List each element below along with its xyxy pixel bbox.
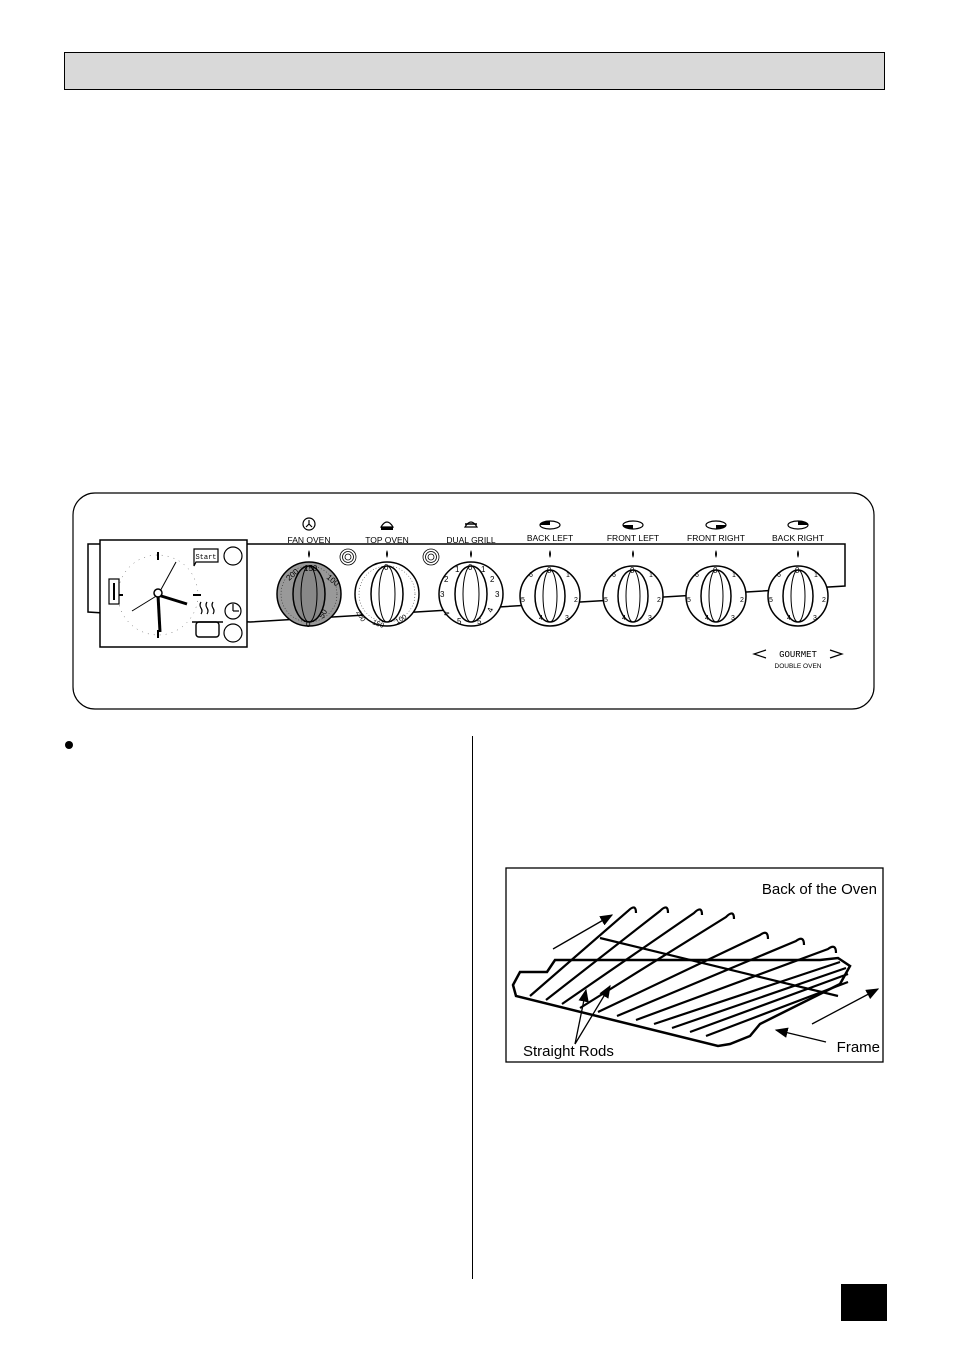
top-scale-0: 0 [384,563,389,572]
back-right-scale-0: 0 [795,566,800,575]
front-right-scale-4: 4 [705,615,709,622]
column-divider [472,736,473,1279]
back-right-scale-4: 4 [787,615,791,622]
grill-scale-left-3: 3 [440,590,445,599]
rod-pointer-arrow-1-icon [574,988,589,1045]
back-right-hotplate-knob[interactable]: BACK RIGHT 0 1 2 3 4 5 6 [767,520,829,627]
back-left-scale-3: 3 [565,615,569,622]
page-number-box [841,1284,887,1321]
back-left-scale-5: 5 [521,597,525,604]
grill-scale-left-5: 5 [457,617,462,626]
dual-grill-knob[interactable]: DUAL GRILL 1 0 1 2 3 4 5 5 4 3 2 [438,521,504,627]
clock-timer: Start [99,539,248,648]
grill-scale-right-3: 3 [495,590,500,599]
grill-scale-right-1: 1 [481,565,486,574]
top-oven-icon [379,521,395,528]
start-button[interactable] [223,546,243,566]
control-panel-outline [72,492,875,710]
straight-rods-label: Straight Rods [523,1043,614,1060]
grill-scale-right-2: 2 [490,575,495,584]
bullet-point [65,741,73,749]
front-right-scale-6: 6 [695,572,699,579]
front-right-scale-0: 0 [713,566,718,575]
shelf-rods [529,906,849,1038]
top-oven-label: TOP OVEN [365,535,409,545]
fan-scale-0: 0 [306,620,311,629]
front-left-scale-2: 2 [657,597,661,604]
front-right-scale-3: 3 [731,615,735,622]
oven-shelf-figure: Back of the Oven Straight Rods Frame [505,867,884,1063]
front-left-label: FRONT LEFT [607,533,659,543]
fan-oven-label: FAN OVEN [288,535,331,545]
clock-minute-hand [156,594,162,633]
front-left-scale-4: 4 [622,615,626,622]
cooking-pot-icon [192,601,223,638]
front-right-label: FRONT RIGHT [687,533,745,543]
start-tag [193,548,219,567]
front-right-scale-5: 5 [687,597,691,604]
front-left-scale-3: 3 [648,615,652,622]
back-left-scale-6: 6 [529,572,533,579]
dual-grill-label: DUAL GRILL [446,535,496,545]
front-right-scale-2: 2 [740,597,744,604]
front-left-hotplate-knob[interactable]: FRONT LEFT 0 1 2 3 4 5 6 [602,520,664,627]
top-scale-100: 100 [395,614,409,626]
grill-scale-left-1: 1 [455,565,460,574]
back-right-scale-5: 5 [769,597,773,604]
front-right-scale-1: 1 [732,572,736,579]
back-of-oven-label: Back of the Oven [762,881,877,898]
shelf-cross-bar [599,936,839,998]
brand-left-chevron-icon [752,649,767,659]
frame-label: Frame [837,1039,880,1056]
model-name: DOUBLE OVEN [775,663,822,670]
front-left-scale-1: 1 [649,572,653,579]
front-left-scale-6: 6 [612,572,616,579]
grill-scale-right-4: 4 [485,606,495,614]
back-direction-arrow-icon [552,914,614,950]
oven-indicator-spiral-icon [339,548,357,566]
back-left-hotplate-knob[interactable]: BACK LEFT 0 1 2 3 4 5 6 [519,520,581,627]
back-left-scale-1: 1 [566,572,570,579]
clock-frame [99,539,248,648]
front-left-scale-5: 5 [604,597,608,604]
grill-scale-right-5: 5 [477,617,482,626]
back-right-scale-6: 6 [777,572,781,579]
grill-scale-left-4: 4 [441,610,451,618]
clock-hour-hand [157,593,188,606]
front-direction-arrow-icon [811,988,880,1025]
start-label: Start [195,554,216,562]
brand-badge: GOURMET DOUBLE OVEN [752,649,844,670]
back-right-label: BACK RIGHT [772,533,824,543]
rod-pointer-arrow-2-icon [574,984,611,1045]
brand-right-chevron-icon [829,649,844,659]
back-left-scale-4: 4 [539,615,543,622]
back-left-scale-0: 0 [547,566,552,575]
grill-scale-left-2: 2 [444,575,449,584]
top-oven-knob[interactable]: TOP OVEN 0 200 150 100 [354,521,420,630]
back-left-label: BACK LEFT [527,533,573,543]
front-left-scale-0: 0 [630,566,635,575]
control-panel-diagram: Start FAN OVEN [72,492,875,710]
back-right-scale-3: 3 [813,615,817,622]
top-scale-150: 150 [371,619,384,630]
brand-name: GOURMET [779,650,817,660]
back-left-scale-2: 2 [574,597,578,604]
frame-pointer-arrow-icon [774,1027,827,1043]
top-scale-200: 200 [354,610,366,624]
auto-cook-button[interactable] [223,623,243,643]
front-right-hotplate-knob[interactable]: FRONT RIGHT 0 1 2 3 4 5 6 [685,520,747,627]
grill-indicator-spiral-icon [422,548,440,566]
fan-oven-knob[interactable]: FAN OVEN 200 150 100 0 50 [276,517,342,629]
back-right-scale-1: 1 [814,572,818,579]
back-right-scale-2: 2 [822,597,826,604]
section-header-bar [64,52,885,90]
grill-scale-0: 0 [468,563,473,572]
fan-scale-150: 150 [304,564,318,573]
